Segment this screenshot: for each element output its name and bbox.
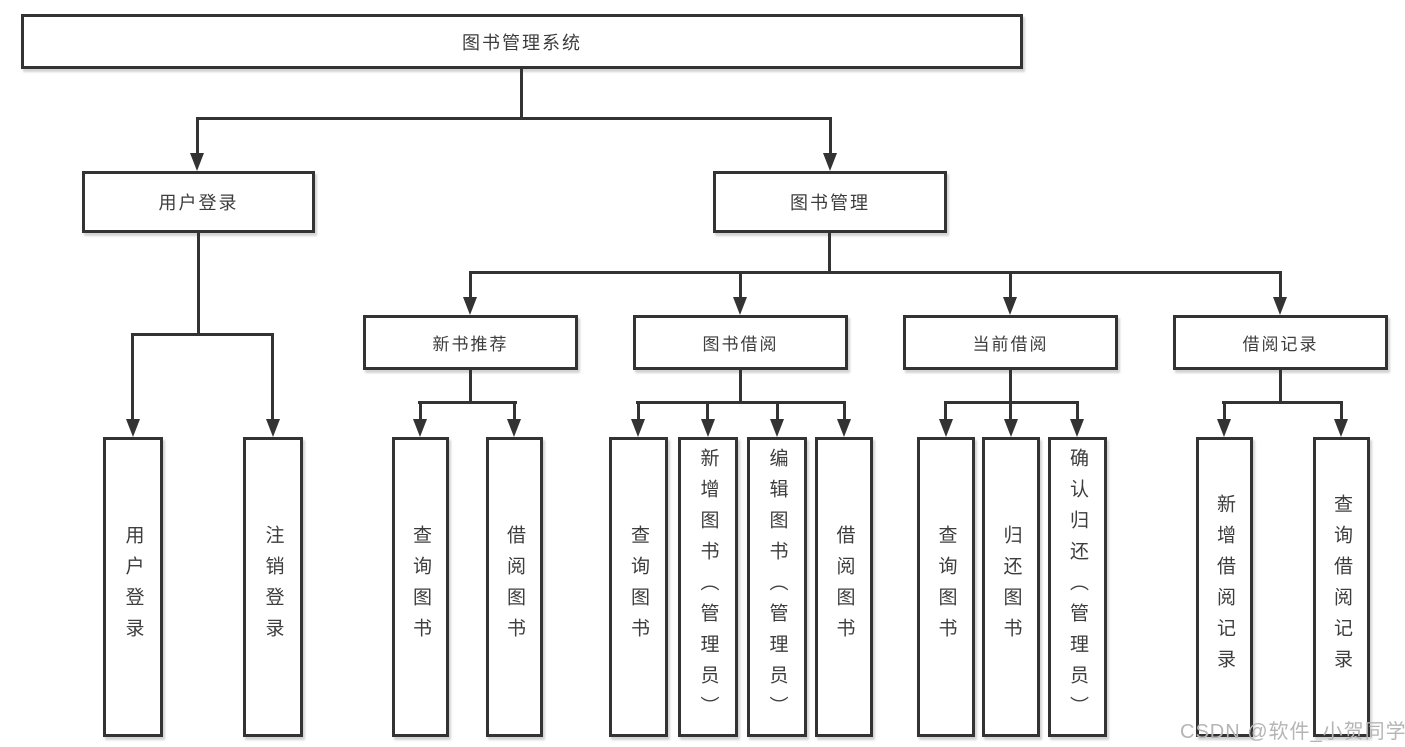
node-label: 注销登录 [262,525,284,649]
node-label: 图书借阅 [702,335,779,354]
connector-line [1279,271,1282,297]
node-edit-books-admin: 编辑图书（管理员） [747,437,807,737]
connector-line [1340,401,1343,419]
node-label: 图书管理系统 [462,32,582,53]
connector-line [196,117,199,154]
node-label: 用户登录 [158,193,239,213]
connector-line [418,401,517,404]
connector-line [828,233,831,273]
connector-line [1009,370,1012,403]
connector-line [1223,401,1226,419]
arrow-down-icon [126,419,140,437]
arrow-down-icon [463,297,477,315]
node-label: 新增图书（管理员） [697,447,719,727]
node-confirm-return-admin: 确认归还（管理员） [1048,437,1107,737]
node-label: 借阅图书 [504,525,525,649]
arrow-down-icon [190,153,204,171]
node-label: 查询图书 [628,525,649,649]
arrow-down-icon [413,419,427,437]
arrow-down-icon [1070,419,1084,437]
node-query-books-under-current: 查询图书 [917,437,975,737]
connector-line [131,333,274,336]
arrow-down-icon [1004,419,1018,437]
node-book-management: 图书管理 [713,171,947,233]
arrow-down-icon [1003,297,1017,315]
connector-line [1222,401,1343,404]
node-query-books-under-recommend: 查询图书 [392,437,449,737]
node-label: 当前借阅 [972,335,1049,354]
arrow-down-icon [733,297,747,315]
connector-line [739,370,742,403]
connector-line [843,401,846,419]
node-label: 归还图书 [1000,525,1022,649]
connector-line [739,271,742,297]
node-borrow-books-under-recommend: 借阅图书 [486,437,543,737]
node-book-borrowing: 图书借阅 [633,315,848,370]
node-user-login-leaf: 用户登录 [103,437,163,737]
node-current-borrowing: 当前借阅 [903,315,1118,370]
arrow-down-icon [701,419,715,437]
node-query-books-under-borrowing: 查询图书 [609,437,668,737]
connector-line [271,333,274,419]
connector-line [131,333,134,419]
node-query-borrow-record: 查询借阅记录 [1313,437,1370,737]
arrow-down-icon [1334,419,1348,437]
connector-line [637,401,640,419]
watermark-text: CSDN @软件_小贺同学 [1180,721,1405,743]
node-label: 查询借阅记录 [1331,494,1352,680]
node-borrowing-records: 借阅记录 [1173,315,1388,370]
node-logout-leaf: 注销登录 [243,437,303,737]
node-label: 用户登录 [122,525,144,649]
arrow-down-icon [1217,419,1231,437]
arrow-down-icon [1273,297,1287,315]
connector-line [1076,401,1079,419]
arrow-down-icon [823,153,837,171]
node-label: 确认归还（管理员） [1067,447,1088,727]
node-label: 新书推荐 [432,335,509,354]
connector-line [419,401,422,419]
node-return-books: 归还图书 [982,437,1040,737]
connector-line [706,401,709,419]
node-label: 借阅图书 [833,525,855,649]
node-new-book-recommend: 新书推荐 [363,315,578,370]
connector-line [636,401,846,404]
arrow-down-icon [631,419,645,437]
connector-line [469,271,1282,274]
arrow-down-icon [837,419,851,437]
node-label: 编辑图书（管理员） [766,447,788,727]
node-label: 新增借阅记录 [1214,494,1235,680]
node-borrow-books-under-borrowing: 借阅图书 [815,437,873,737]
connector-line [513,401,516,419]
connector-line [196,117,832,120]
node-add-books-admin: 新增图书（管理员） [678,437,738,737]
connector-line [469,271,472,297]
node-library-management-system: 图书管理系统 [21,14,1023,69]
connector-line [197,233,200,335]
connector-line [1279,370,1282,403]
connector-line [829,117,832,154]
arrow-down-icon [507,419,521,437]
arrow-down-icon [770,419,784,437]
connector-line [944,401,947,419]
connector-line [469,370,472,403]
node-label: 查询图书 [935,525,957,649]
connector-line [1009,401,1012,419]
arrow-down-icon [939,419,953,437]
node-label: 图书管理 [790,193,870,213]
connector-line [1009,271,1012,297]
arrow-down-icon [266,419,280,437]
connector-line [776,401,779,419]
node-label: 查询图书 [410,525,431,649]
node-label: 借阅记录 [1242,335,1319,354]
connector-line [520,69,523,119]
node-user-login: 用户登录 [82,171,315,233]
node-add-borrow-record: 新增借阅记录 [1196,437,1253,737]
